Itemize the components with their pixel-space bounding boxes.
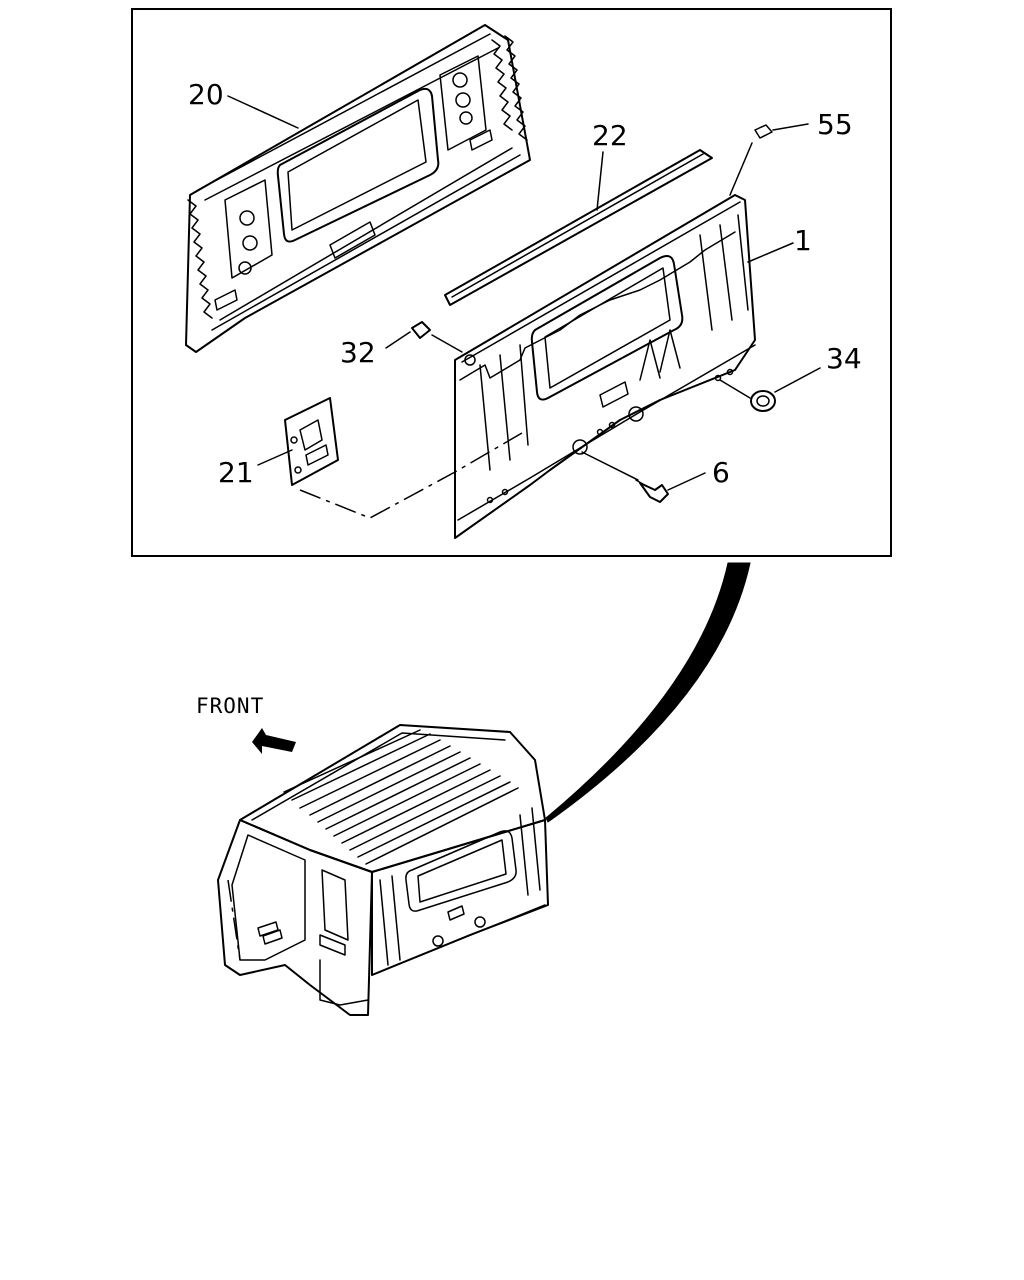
callout-32: 32 [340, 336, 376, 369]
detail-pointer [545, 562, 751, 823]
callout-34: 34 [826, 342, 862, 375]
part-20-inner-panel [185, 24, 531, 353]
part-32-clip [411, 321, 431, 339]
front-arrow-icon [252, 728, 296, 754]
callout-55: 55 [817, 108, 853, 141]
part-55-pad [754, 124, 773, 139]
part-21-bracket [284, 397, 339, 486]
callout-6: 6 [712, 456, 730, 489]
callout-22: 22 [592, 119, 628, 152]
part-22-top-rail [444, 149, 713, 306]
part-1-rear-panel [454, 194, 756, 539]
cab-overview [217, 724, 549, 1016]
guide-line [299, 432, 523, 519]
callout-20: 20 [188, 78, 224, 111]
part-6-bolt [635, 479, 669, 503]
callout-1: 1 [794, 224, 812, 257]
part-34-grommet [750, 390, 776, 412]
detail-frame [131, 8, 892, 557]
callout-21: 21 [218, 456, 254, 489]
front-label: FRONT [196, 694, 264, 718]
